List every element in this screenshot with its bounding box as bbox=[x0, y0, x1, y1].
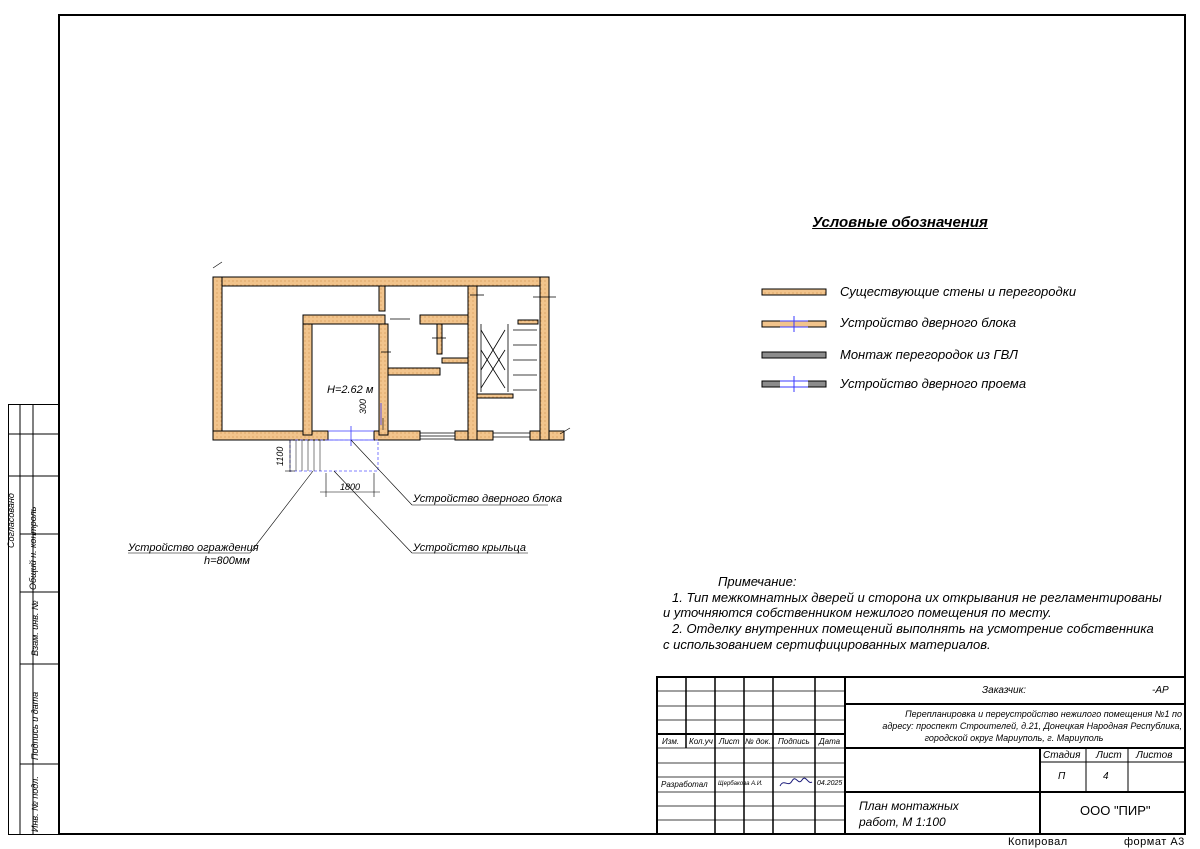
footer-copied: Копировал bbox=[1008, 836, 1068, 848]
callout-porch: Устройство крыльца bbox=[413, 542, 526, 554]
tb-col-izm: Изм. bbox=[662, 737, 680, 746]
tb-col-list: Лист bbox=[719, 737, 740, 746]
dim-1100-label: 1100 bbox=[275, 446, 285, 466]
legend-symbols bbox=[761, 288, 827, 392]
tb-stage-label: Стадия bbox=[1043, 750, 1081, 761]
tb-col-kol: Кол.уч bbox=[689, 737, 713, 746]
tb-author: Щербакова А.И. bbox=[718, 781, 763, 787]
callout-door-block: Устройство дверного блока bbox=[413, 493, 563, 505]
tb-customer-label: Заказчик: bbox=[982, 685, 1027, 696]
tb-code: -АР bbox=[1152, 685, 1169, 696]
signature-icon bbox=[779, 777, 813, 787]
tb-company: ООО "ПИР" bbox=[1080, 803, 1151, 818]
legend-symbol-gvl bbox=[761, 351, 827, 359]
dimension-lines bbox=[212, 261, 571, 497]
tb-col-ndok: № док. bbox=[745, 737, 771, 746]
legend-item-existing-walls: Существующие стены и перегородки bbox=[840, 284, 1077, 299]
walls bbox=[212, 276, 565, 441]
legend-item-door-block: Устройство дверного блока bbox=[840, 315, 1017, 330]
legend-symbol-door-opening bbox=[761, 376, 827, 392]
tb-stage-value: П bbox=[1058, 771, 1066, 782]
callout-fence-line1: Устройство ограждения bbox=[128, 542, 259, 554]
tb-drawing-title-line-1: План монтажных bbox=[859, 799, 959, 813]
tb-project-line-1: Перепланировка и переустройство нежилого… bbox=[905, 709, 1182, 719]
callout-fence-line2: h=800мм bbox=[204, 555, 250, 567]
tb-sheets-label: Листов bbox=[1136, 750, 1173, 761]
footer-format: формат А3 bbox=[1124, 836, 1185, 848]
stair bbox=[480, 324, 537, 392]
notes-heading: Примечание: bbox=[718, 574, 797, 589]
legend-title: Условные обозначения bbox=[812, 214, 988, 231]
room-height-label: H=2.62 м bbox=[327, 384, 374, 396]
tb-role: Разработал bbox=[661, 780, 708, 789]
side-stamp-grid bbox=[8, 404, 60, 835]
tb-col-data: Дата bbox=[819, 737, 841, 746]
tb-col-podpis: Подпись bbox=[778, 737, 810, 746]
dim-1800-label: 1800 bbox=[340, 482, 361, 492]
tb-project-line-3: городской округ Мариуполь, г. Мариуполь bbox=[924, 733, 1104, 743]
notes-line-4: с использованием сертифицированных матер… bbox=[663, 637, 991, 652]
title-block-grid bbox=[656, 676, 1186, 835]
legend-item-door-opening: Устройство дверного проема bbox=[840, 376, 1027, 391]
legend-item-gvl: Монтаж перегородок из ГВЛ bbox=[840, 347, 1018, 362]
leader-lines bbox=[128, 439, 548, 554]
door-block-marks bbox=[328, 403, 382, 446]
notes-line-2: и уточняются собственником нежилого поме… bbox=[663, 605, 1052, 620]
tb-sheet-label: Лист bbox=[1096, 750, 1122, 761]
notes-line-3: 2. Отделку внутренних помещений выполнят… bbox=[672, 621, 1154, 636]
window-openings bbox=[381, 294, 556, 440]
notes-line-1: 1. Тип межкомнатных дверей и сторона их … bbox=[672, 590, 1162, 605]
tb-project-line-2: адресу: проспект Строителей, д.21, Донец… bbox=[882, 721, 1182, 731]
dim-300-label: 300 bbox=[358, 398, 368, 414]
tb-date: 04.2025 bbox=[817, 780, 843, 787]
legend-symbol-door-block bbox=[761, 316, 827, 332]
legend-symbol-existing-walls bbox=[761, 288, 827, 296]
porch-steps bbox=[295, 440, 321, 471]
tb-sheet-value: 4 bbox=[1103, 771, 1109, 782]
porch-outline bbox=[289, 439, 379, 472]
tb-drawing-title-line-2: работ, М 1:100 bbox=[859, 815, 946, 829]
